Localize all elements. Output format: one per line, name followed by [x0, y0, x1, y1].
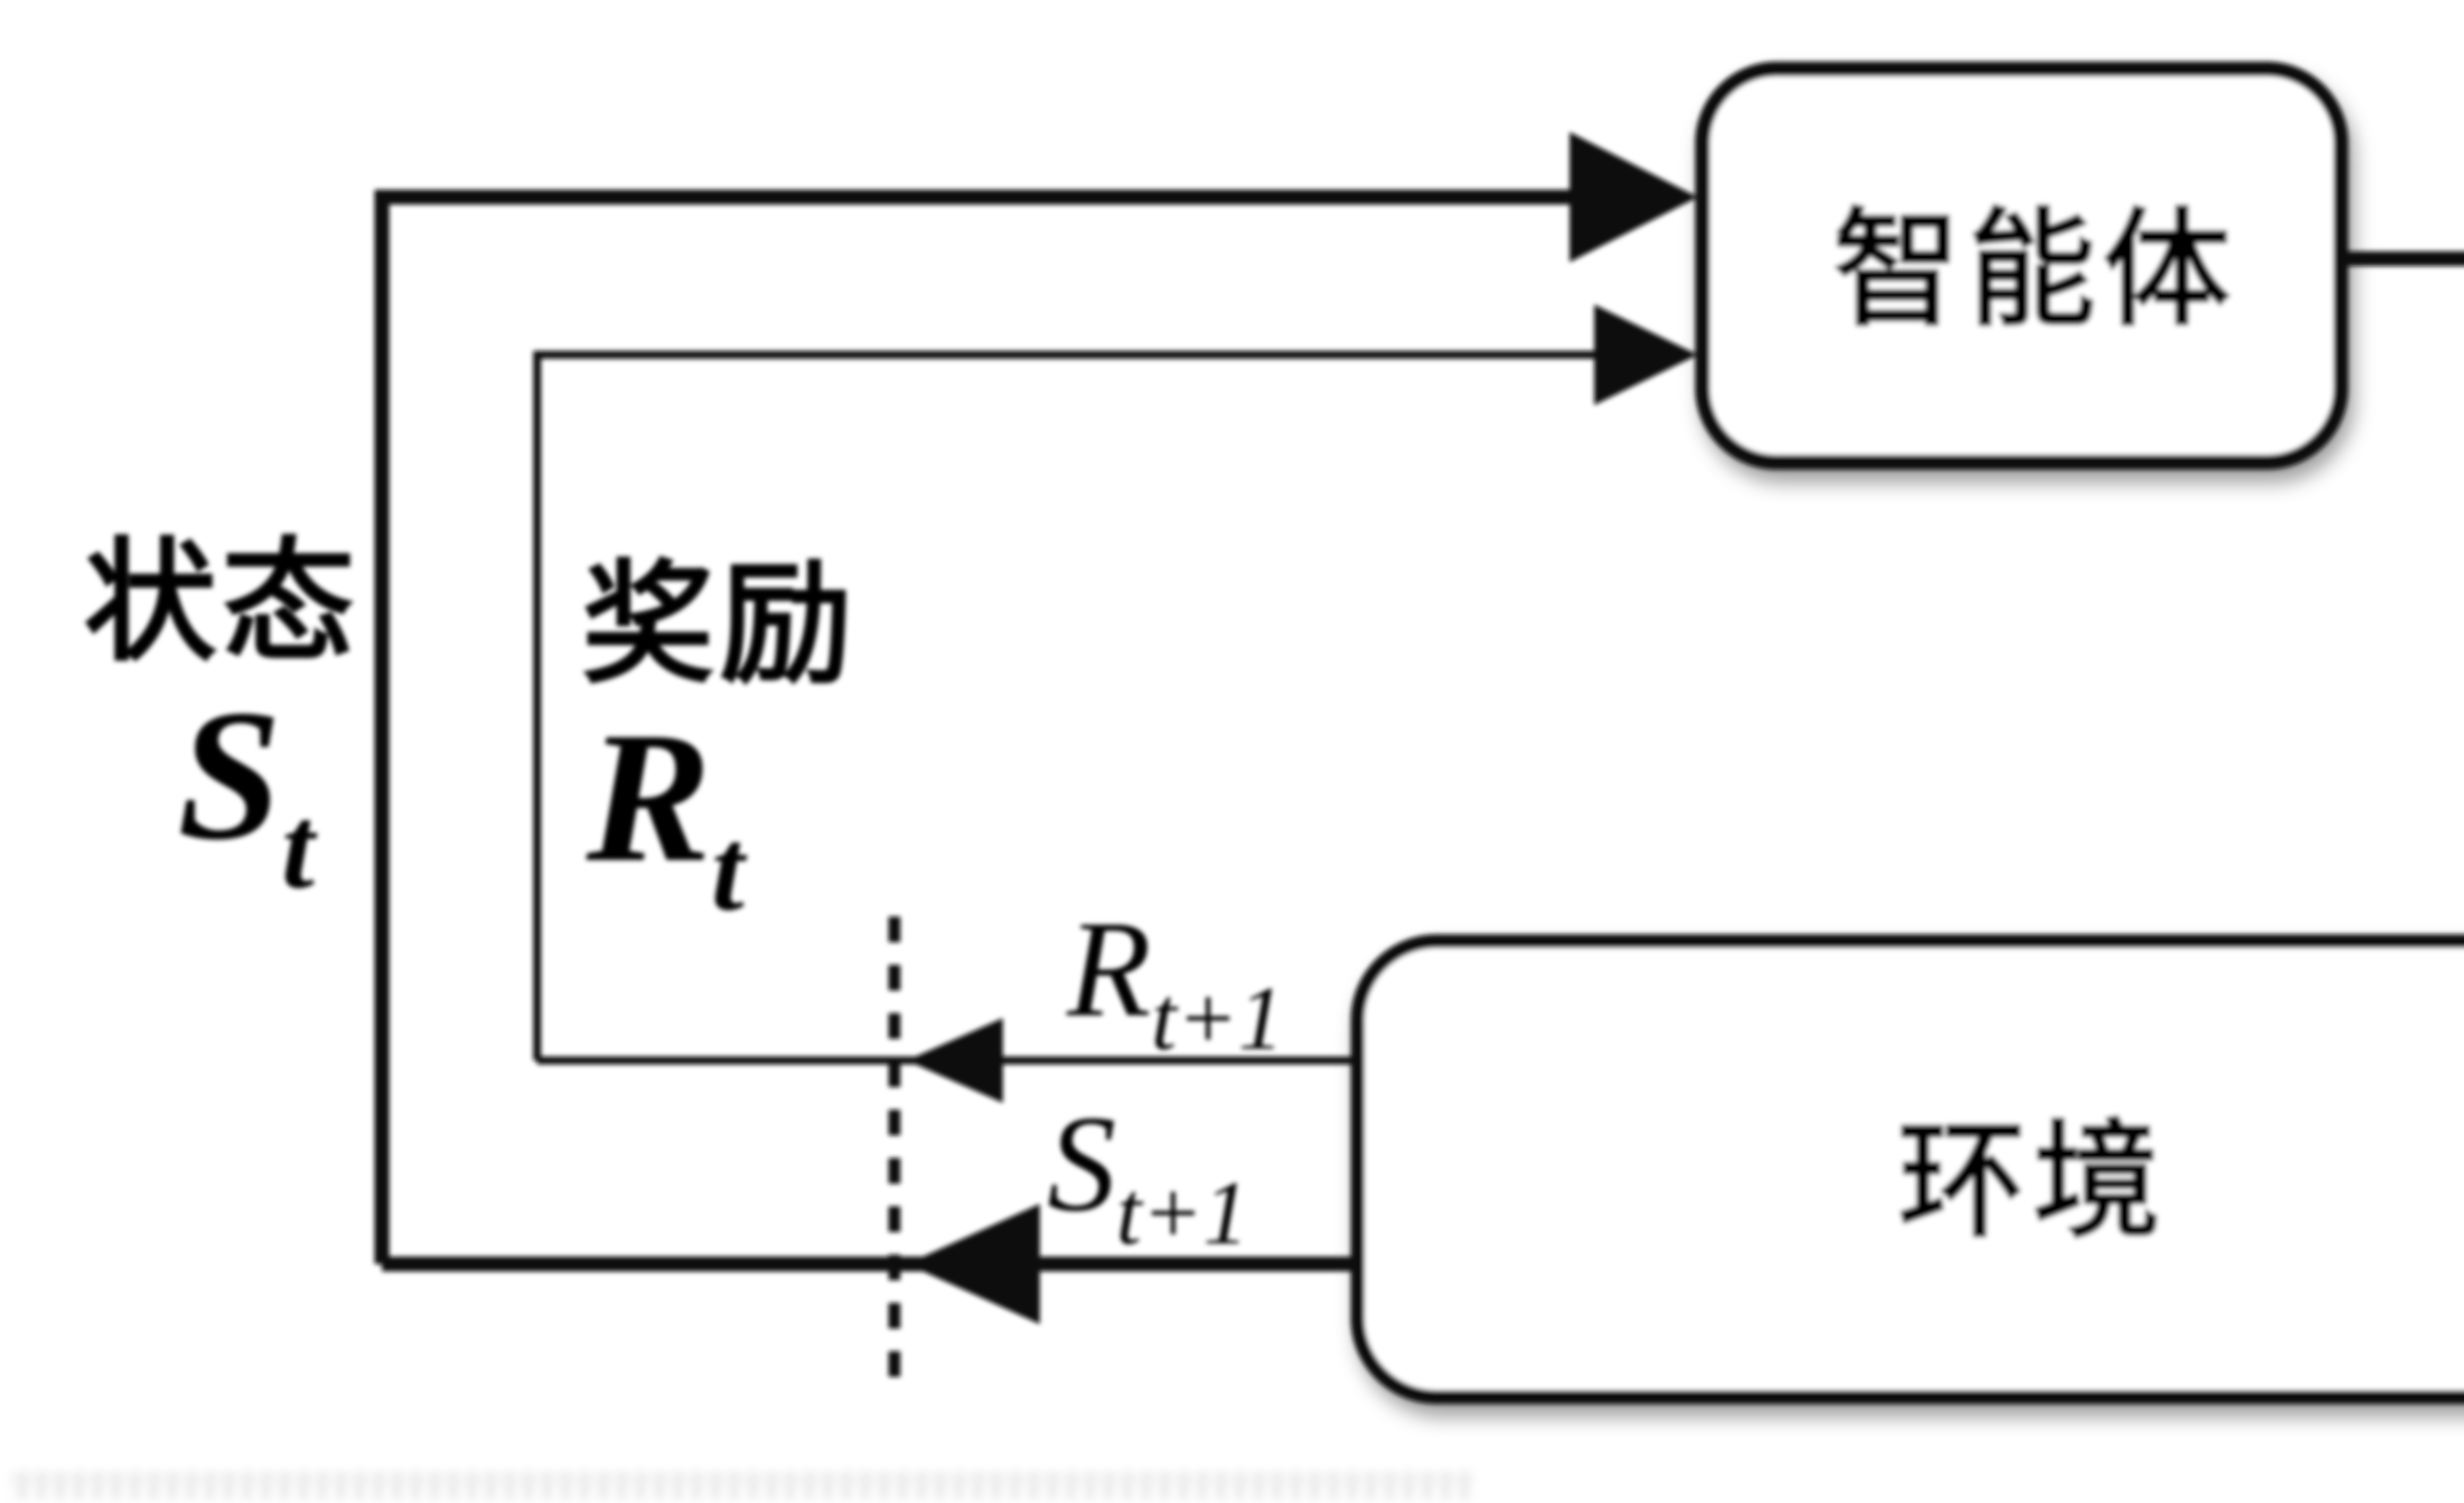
environment-node-label: 环境	[1898, 1112, 2168, 1254]
state-symbol: St	[177, 671, 317, 913]
state-symbol-sub: t	[281, 782, 317, 913]
next-reward-symbol-main: R	[1065, 892, 1151, 1045]
state-caption: 状态	[84, 530, 360, 678]
next-reward-symbol: Rt+1	[1065, 892, 1284, 1069]
next-reward-arrowhead	[907, 1018, 1003, 1103]
reward-into-agent-arrowhead	[1594, 305, 1698, 405]
state-connector-line	[375, 190, 1602, 1264]
next-reward-symbol-sub: t+1	[1151, 968, 1284, 1069]
reward-symbol-main: R	[583, 693, 711, 901]
next-state-symbol: St+1	[1047, 1087, 1249, 1264]
next-state-symbol-main: S	[1047, 1087, 1116, 1240]
next-state-symbol-sub: t+1	[1116, 1162, 1249, 1264]
reward-connector-line	[533, 351, 1616, 1060]
reward-symbol-sub: t	[711, 804, 747, 935]
reward-symbol: Rt	[583, 693, 747, 935]
reward-caption: 奖励	[582, 552, 857, 700]
environment-node-box	[1351, 934, 2464, 1404]
agent-node-label: 智能体	[1833, 200, 2238, 342]
state-into-agent-arrowhead	[1570, 132, 1698, 262]
state-symbol-main: S	[177, 671, 281, 879]
scan-artifact-band	[7, 1471, 1473, 1499]
next-state-arrowhead	[907, 1204, 1040, 1324]
